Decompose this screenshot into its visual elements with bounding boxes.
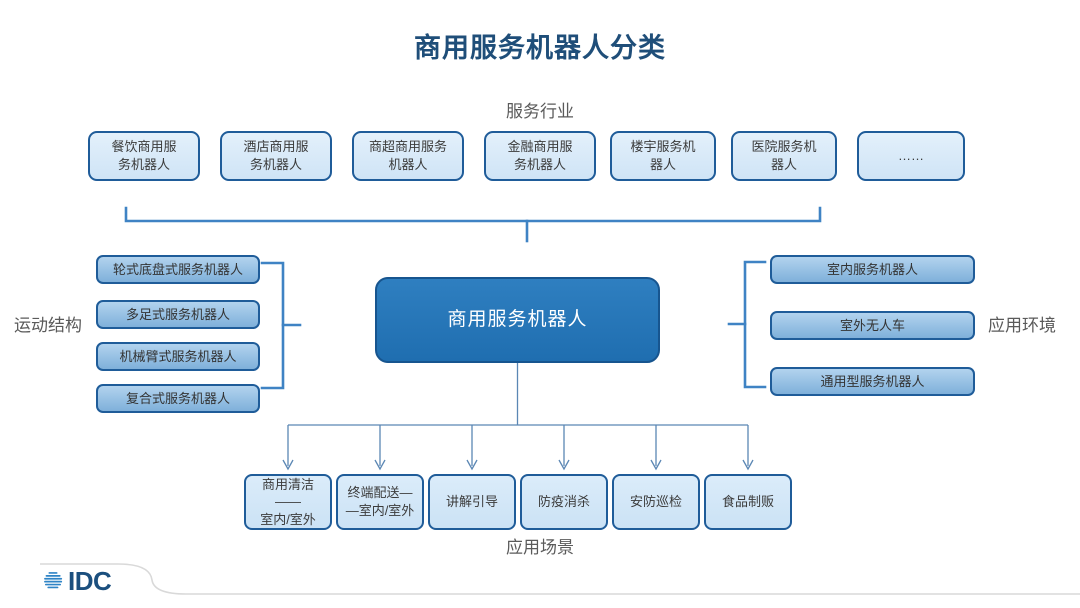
- motion-box-wheeled[interactable]: 轮式底盘式服务机器人: [96, 255, 260, 284]
- top-bracket: [124, 206, 822, 243]
- idc-logo-text: IDC: [68, 566, 112, 596]
- page-title: 商用服务机器人分类: [414, 33, 666, 63]
- env-box-general[interactable]: 通用型服务机器人: [770, 367, 975, 396]
- motion-box-hybrid[interactable]: 复合式服务机器人: [96, 384, 260, 413]
- scenario-arrowheads: [282, 459, 754, 471]
- idc-logo: IDC: [40, 566, 112, 596]
- scenario-box-guide[interactable]: 讲解引导: [428, 474, 516, 530]
- label-application-env: 应用环境: [988, 316, 1056, 335]
- industry-box-retail[interactable]: 商超商用服务机器人: [352, 131, 464, 181]
- right-bracket: [727, 260, 767, 389]
- scenario-box-delivery[interactable]: 终端配送——室内/室外: [336, 474, 424, 530]
- label-application-scene: 应用场景: [506, 538, 574, 557]
- industry-box-catering[interactable]: 餐饮商用服务机器人: [88, 131, 200, 181]
- scenario-box-food[interactable]: 食品制贩: [704, 474, 792, 530]
- footer-sweep-line: [40, 563, 1080, 595]
- industry-box-more[interactable]: ……: [857, 131, 965, 181]
- motion-box-arm[interactable]: 机械臂式服务机器人: [96, 342, 260, 371]
- scenario-box-security[interactable]: 安防巡检: [612, 474, 700, 530]
- motion-box-legged[interactable]: 多足式服务机器人: [96, 300, 260, 329]
- hub-fanout-connectors: [287, 363, 749, 466]
- industry-box-finance[interactable]: 金融商用服务机器人: [484, 131, 596, 181]
- industry-box-hospital[interactable]: 医院服务机器人: [731, 131, 837, 181]
- label-service-industry: 服务行业: [506, 102, 574, 121]
- idc-globe-icon: [44, 572, 63, 589]
- scenario-box-cleaning[interactable]: 商用清洁——室内/室外: [244, 474, 332, 530]
- industry-box-building[interactable]: 楼宇服务机器人: [610, 131, 716, 181]
- hub-commercial-service-robot[interactable]: 商用服务机器人: [375, 277, 660, 363]
- left-bracket: [260, 261, 302, 390]
- env-box-indoor[interactable]: 室内服务机器人: [770, 255, 975, 284]
- industry-box-hotel[interactable]: 酒店商用服务机器人: [220, 131, 332, 181]
- label-motion-structure: 运动结构: [14, 316, 82, 335]
- env-box-outdoor[interactable]: 室外无人车: [770, 311, 975, 340]
- scenario-box-disinfect[interactable]: 防疫消杀: [520, 474, 608, 530]
